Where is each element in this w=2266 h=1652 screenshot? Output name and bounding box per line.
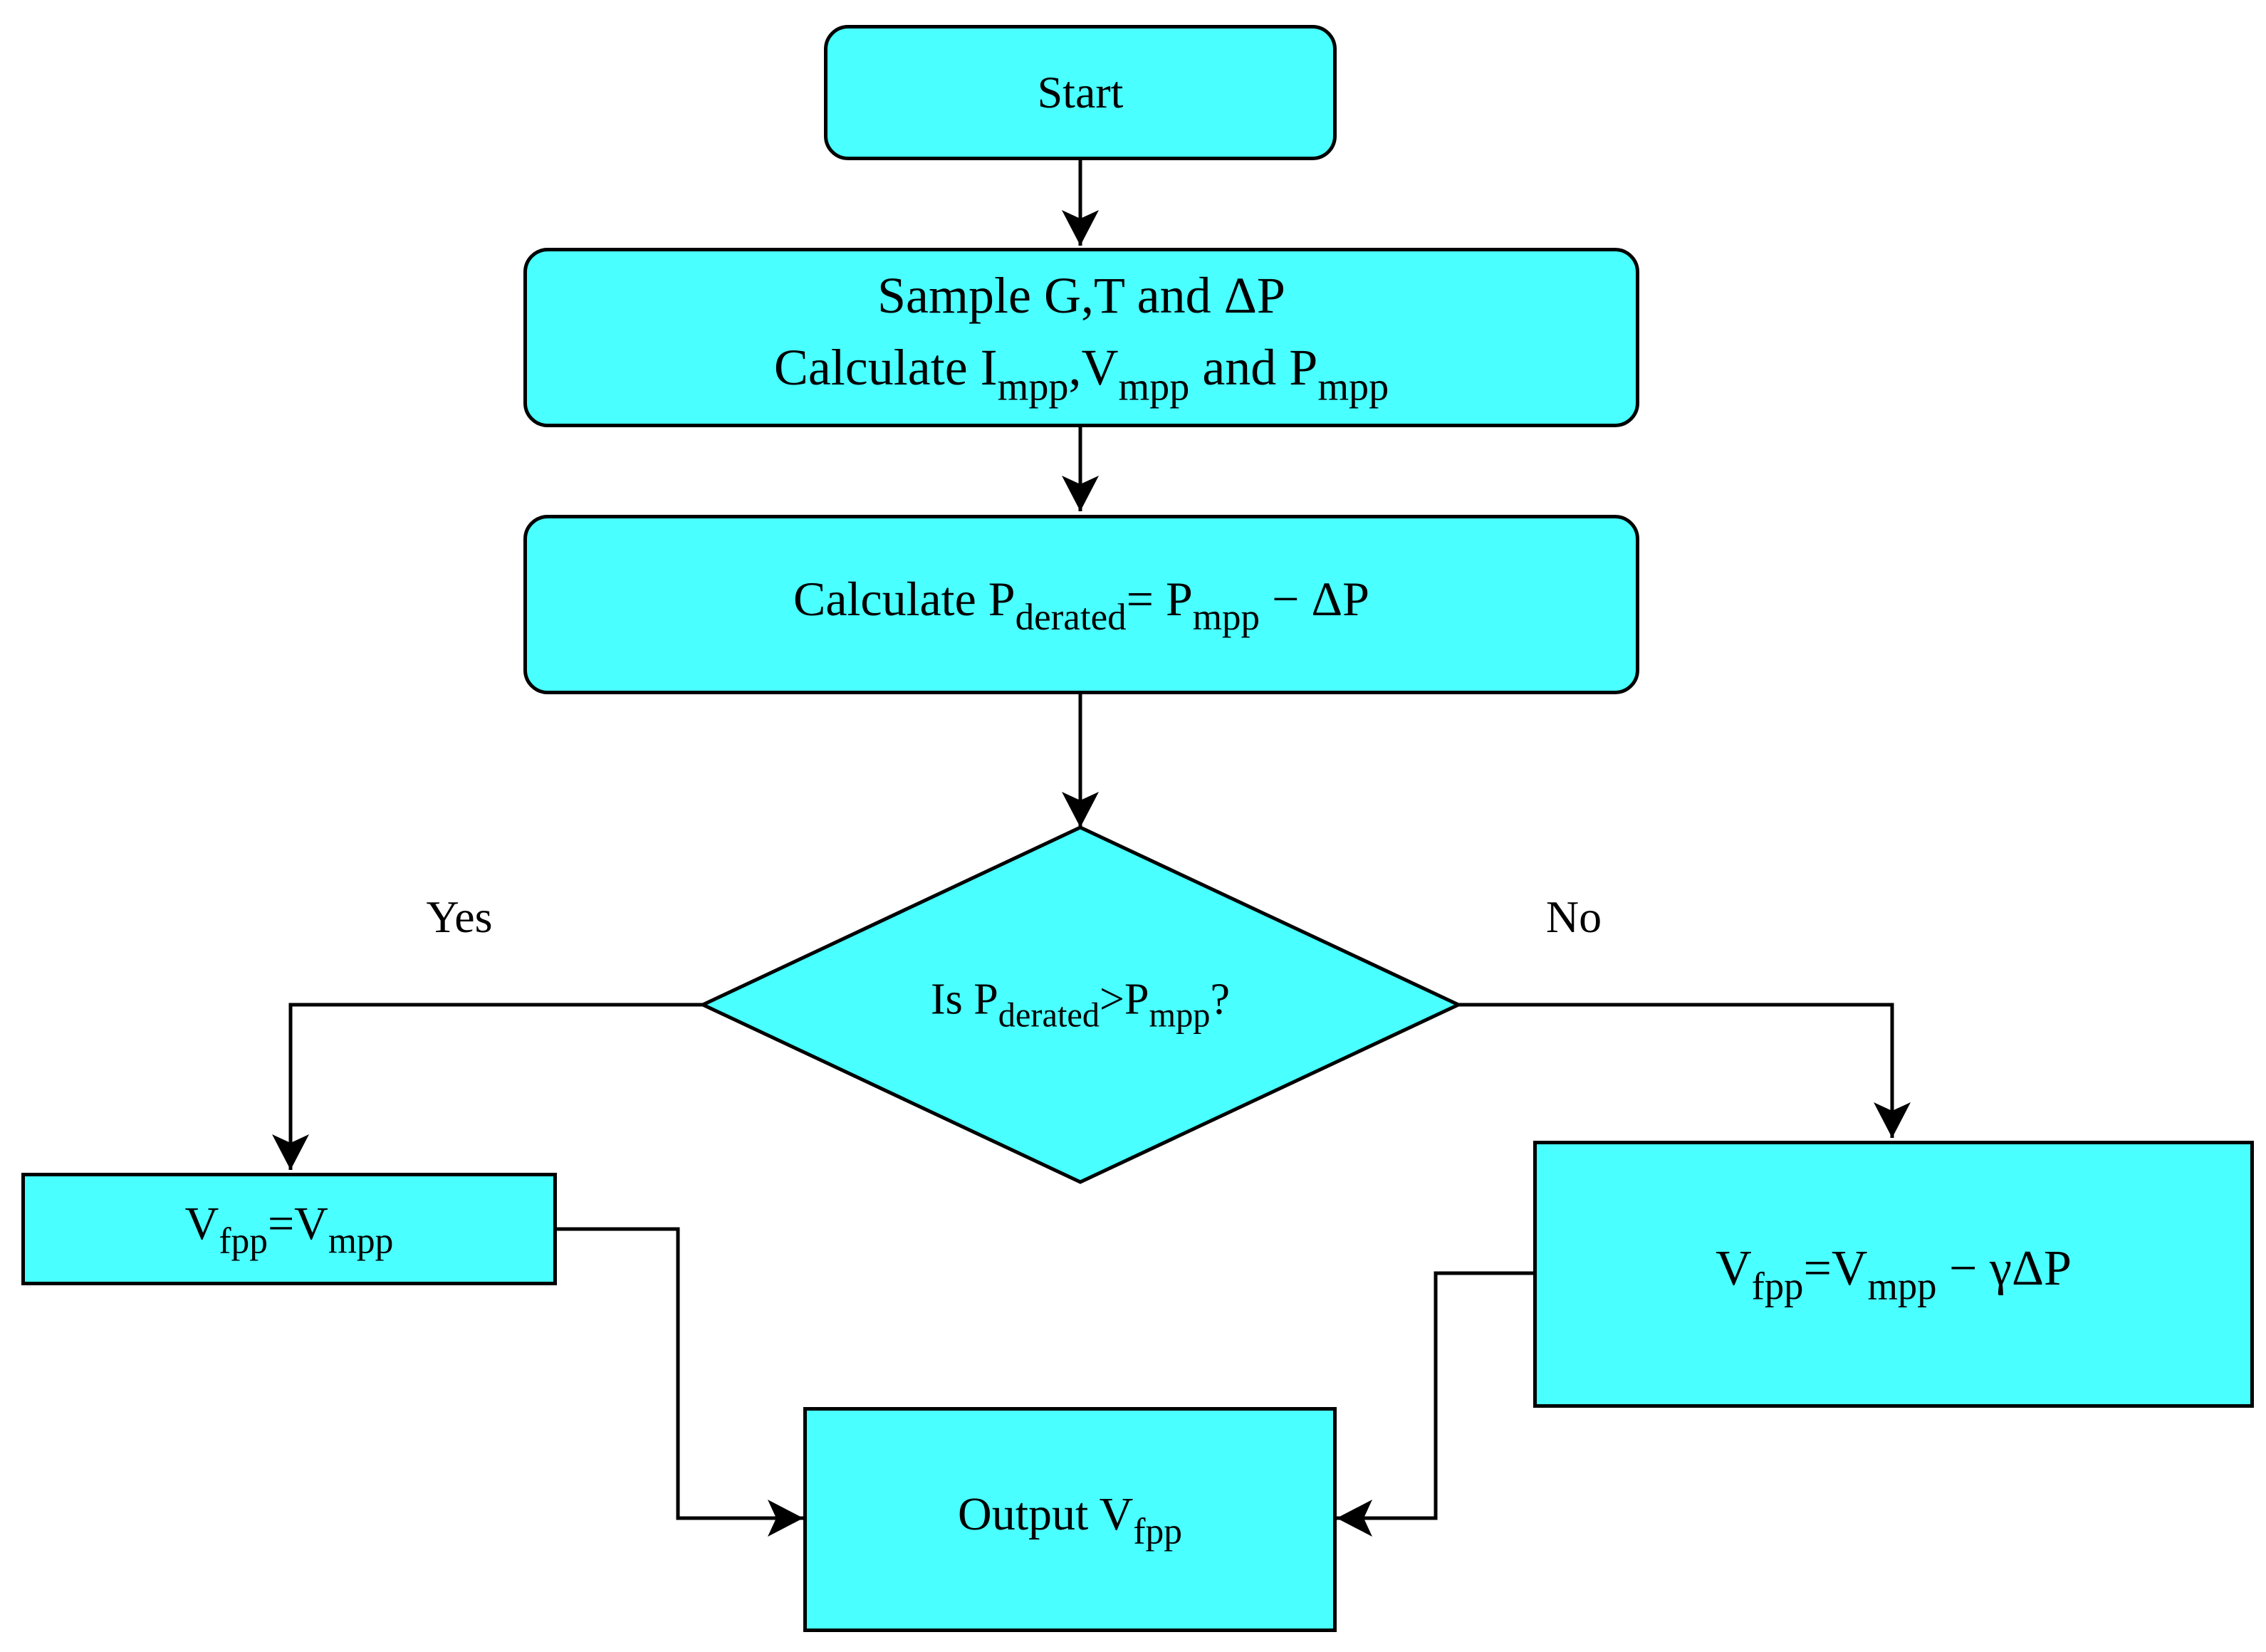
yes-branch-label: Vfpp=Vmpp <box>184 1197 394 1262</box>
sample-node: Sample G,T and ΔP Calculate Impp,Vmpp an… <box>523 248 1639 427</box>
no-branch-label: Vfpp=Vmpp − γΔP <box>1716 1241 2072 1309</box>
edge-derate-to-decision <box>1062 694 1099 827</box>
decision-diamond <box>699 825 1463 1184</box>
decision-label: Is Pderated>Pmpp? <box>930 975 1231 1035</box>
edge-yes-to-output <box>557 1227 803 1537</box>
edge-label-no: No <box>1545 892 1602 942</box>
edge-start-to-sample <box>1062 160 1099 246</box>
derate-label: Calculate Pderated= Pmpp − ΔP <box>793 571 1369 638</box>
start-label: Start <box>1037 67 1124 118</box>
derate-node: Calculate Pderated= Pmpp − ΔP <box>523 515 1639 694</box>
sample-line-1: Sample G,T and ΔP <box>877 267 1285 325</box>
edge-decision-yes <box>272 1003 703 1170</box>
start-node: Start <box>824 25 1337 160</box>
yes-branch-node: Vfpp=Vmpp <box>21 1173 557 1285</box>
sample-line-2: Calculate Impp,Vmpp and Pmpp <box>773 338 1389 409</box>
output-label: Output Vfpp <box>958 1488 1182 1552</box>
edge-sample-to-derate <box>1062 427 1099 511</box>
edge-decision-no <box>1458 1003 1911 1138</box>
edge-label-yes: Yes <box>426 892 493 942</box>
output-node: Output Vfpp <box>803 1407 1337 1632</box>
no-branch-node: Vfpp=Vmpp − γΔP <box>1533 1141 2254 1408</box>
edge-no-to-output <box>1337 1271 1533 1537</box>
